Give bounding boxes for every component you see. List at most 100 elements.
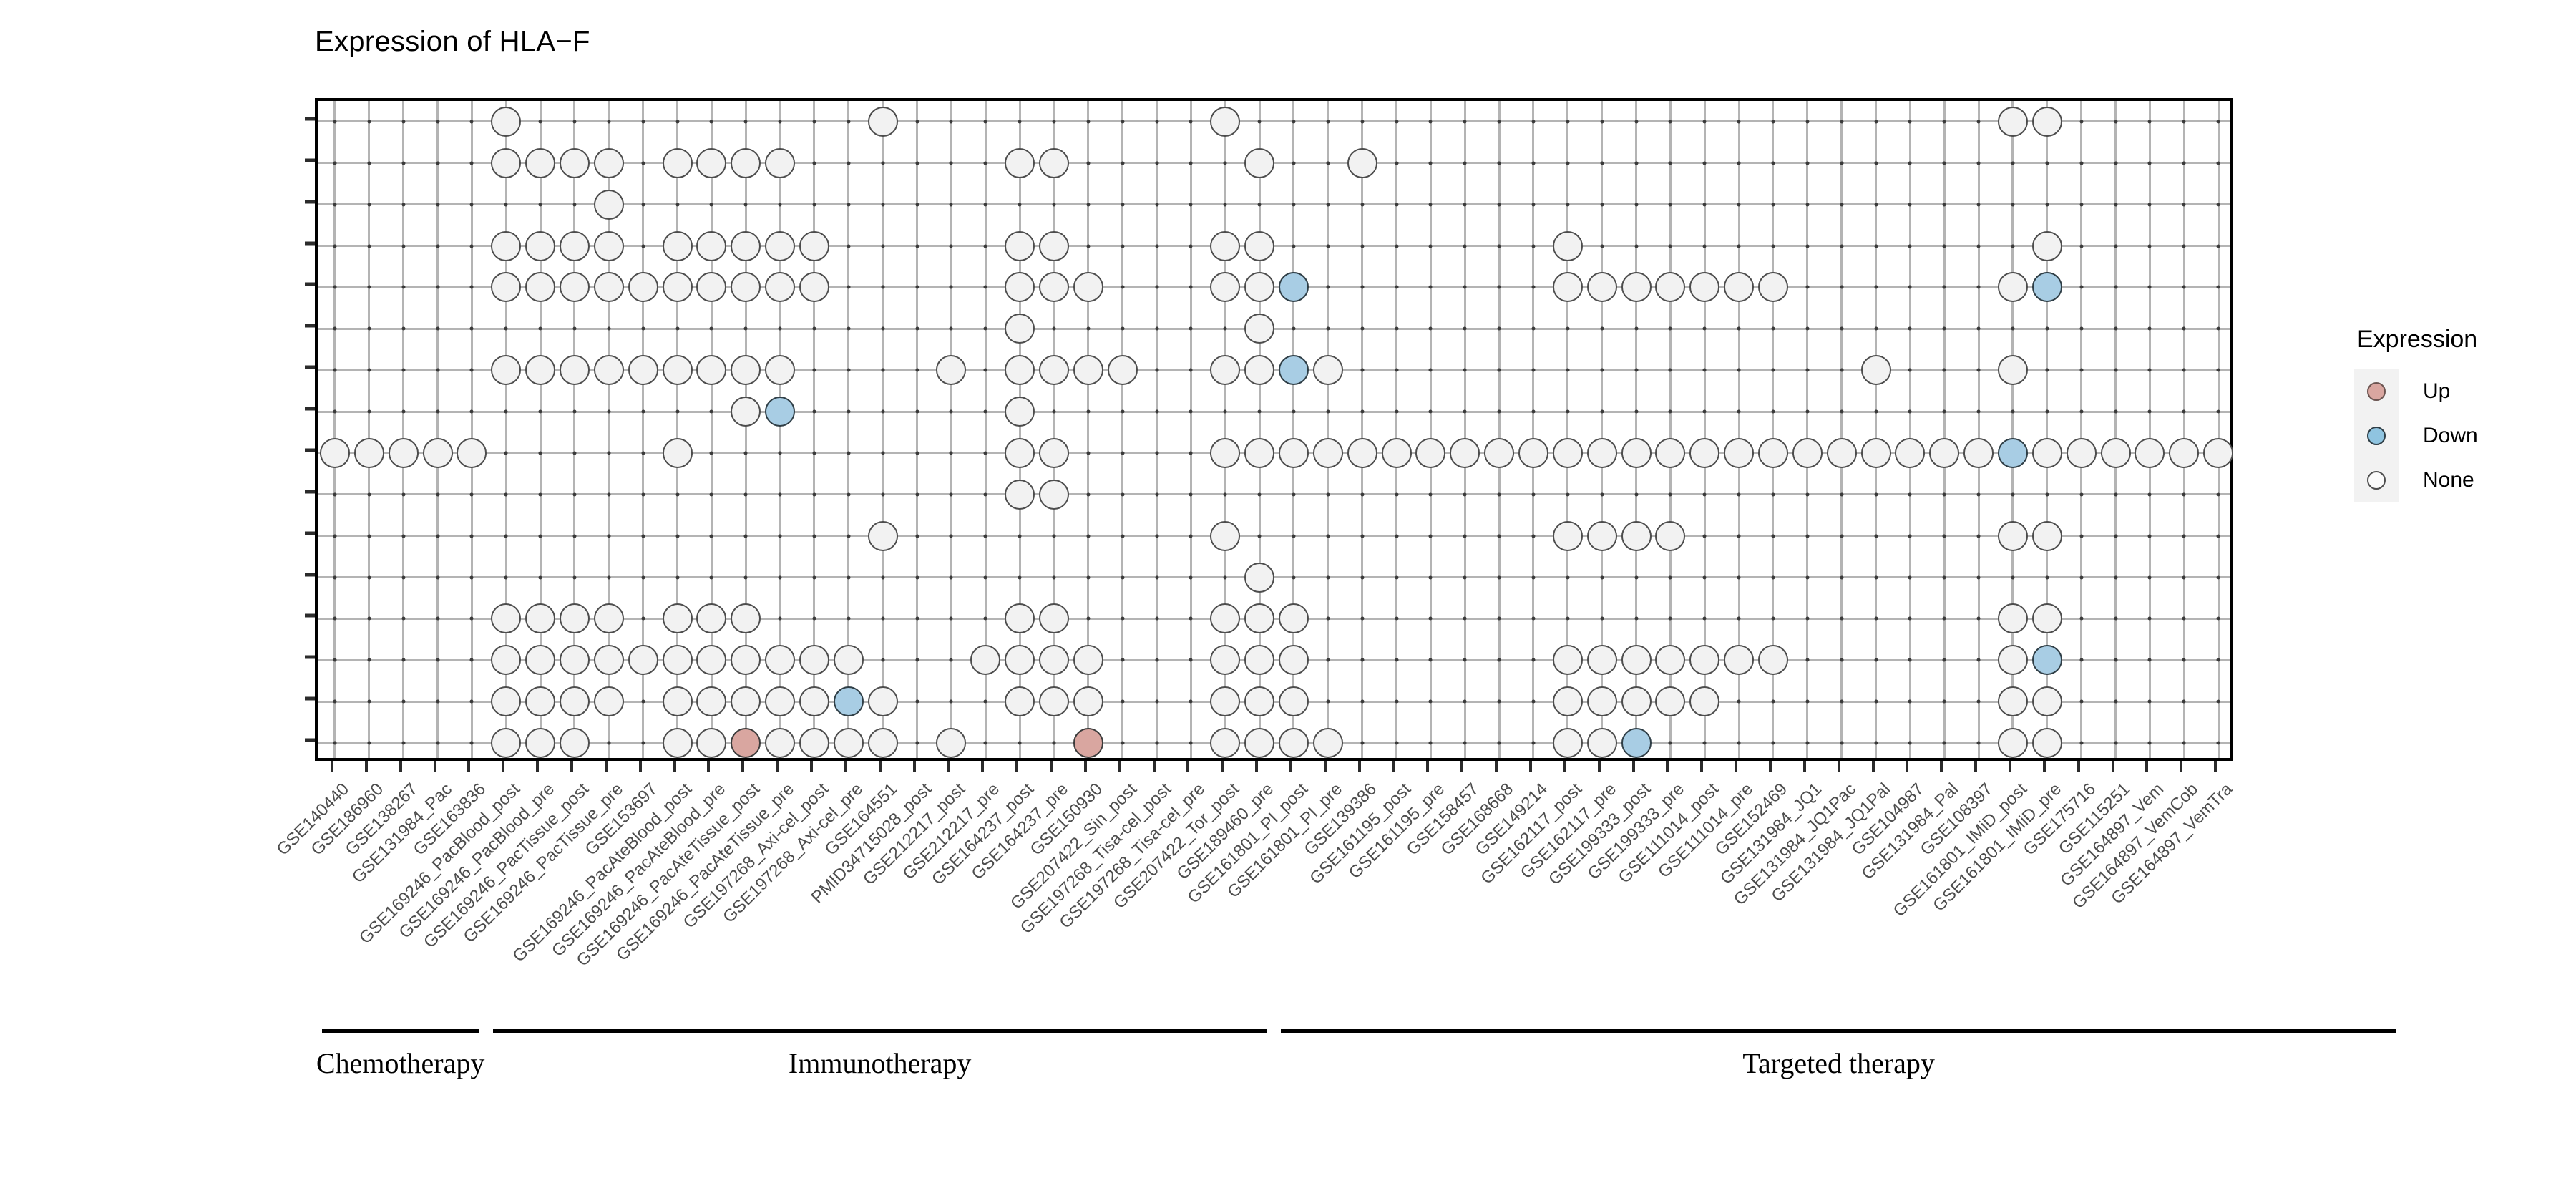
data-point-none[interactable] xyxy=(1655,272,1686,303)
data-point-none[interactable] xyxy=(525,272,556,303)
data-point-none[interactable] xyxy=(1210,728,1241,759)
data-point-none[interactable] xyxy=(1038,355,1069,386)
data-point-none[interactable] xyxy=(2100,437,2131,468)
data-point-none[interactable] xyxy=(1997,603,2028,634)
data-point-none[interactable] xyxy=(765,147,796,178)
data-point-none[interactable] xyxy=(1038,437,1069,468)
data-point-none[interactable] xyxy=(799,272,829,303)
data-point-none[interactable] xyxy=(1038,147,1069,178)
data-point-none[interactable] xyxy=(1997,686,2028,717)
data-point-none[interactable] xyxy=(1997,728,2028,759)
data-point-none[interactable] xyxy=(1210,355,1241,386)
data-point-none[interactable] xyxy=(1586,272,1617,303)
data-point-none[interactable] xyxy=(1038,272,1069,303)
data-point-none[interactable] xyxy=(1005,147,1035,178)
data-point-none[interactable] xyxy=(662,272,693,303)
data-point-none[interactable] xyxy=(2169,437,2200,468)
data-point-none[interactable] xyxy=(1518,437,1548,468)
data-point-none[interactable] xyxy=(833,728,864,759)
data-point-none[interactable] xyxy=(2031,728,2062,759)
data-point-none[interactable] xyxy=(628,272,658,303)
data-point-none[interactable] xyxy=(1244,603,1275,634)
data-point-none[interactable] xyxy=(696,728,727,759)
data-point-none[interactable] xyxy=(1552,686,1583,717)
data-point-none[interactable] xyxy=(2135,437,2165,468)
data-point-none[interactable] xyxy=(696,686,727,717)
data-point-none[interactable] xyxy=(1757,272,1788,303)
data-point-none[interactable] xyxy=(593,230,624,261)
data-point-none[interactable] xyxy=(2031,106,2062,137)
data-point-none[interactable] xyxy=(628,355,658,386)
data-point-none[interactable] xyxy=(1244,686,1275,717)
data-point-none[interactable] xyxy=(1244,147,1275,178)
data-point-none[interactable] xyxy=(696,355,727,386)
data-point-none[interactable] xyxy=(491,106,522,137)
data-point-none[interactable] xyxy=(1278,437,1309,468)
data-point-none[interactable] xyxy=(1929,437,1960,468)
data-point-none[interactable] xyxy=(491,147,522,178)
data-point-none[interactable] xyxy=(559,272,590,303)
data-point-down[interactable] xyxy=(833,686,864,717)
data-point-none[interactable] xyxy=(731,230,761,261)
data-point-none[interactable] xyxy=(731,355,761,386)
data-point-none[interactable] xyxy=(1278,645,1309,676)
data-point-none[interactable] xyxy=(1038,603,1069,634)
data-point-none[interactable] xyxy=(1005,355,1035,386)
data-point-none[interactable] xyxy=(1689,272,1720,303)
data-point-none[interactable] xyxy=(1005,272,1035,303)
data-point-none[interactable] xyxy=(1689,645,1720,676)
data-point-none[interactable] xyxy=(1210,603,1241,634)
data-point-none[interactable] xyxy=(731,272,761,303)
data-point-none[interactable] xyxy=(1655,686,1686,717)
data-point-none[interactable] xyxy=(662,728,693,759)
data-point-none[interactable] xyxy=(593,189,624,220)
data-point-none[interactable] xyxy=(1586,686,1617,717)
data-point-none[interactable] xyxy=(970,645,1001,676)
data-point-none[interactable] xyxy=(1621,520,1652,551)
data-point-none[interactable] xyxy=(1210,520,1241,551)
data-point-none[interactable] xyxy=(1450,437,1480,468)
data-point-none[interactable] xyxy=(1073,686,1103,717)
data-point-none[interactable] xyxy=(1005,437,1035,468)
data-point-none[interactable] xyxy=(1997,272,2028,303)
data-point-none[interactable] xyxy=(1552,728,1583,759)
data-point-none[interactable] xyxy=(1073,645,1103,676)
data-point-none[interactable] xyxy=(936,728,967,759)
data-point-none[interactable] xyxy=(525,728,556,759)
data-point-none[interactable] xyxy=(765,272,796,303)
data-point-none[interactable] xyxy=(1244,355,1275,386)
data-point-none[interactable] xyxy=(319,437,350,468)
data-point-none[interactable] xyxy=(1552,645,1583,676)
data-point-none[interactable] xyxy=(1244,562,1275,593)
data-point-none[interactable] xyxy=(491,230,522,261)
data-point-none[interactable] xyxy=(1244,645,1275,676)
data-point-none[interactable] xyxy=(593,272,624,303)
data-point-none[interactable] xyxy=(662,603,693,634)
data-point-none[interactable] xyxy=(353,437,384,468)
data-point-none[interactable] xyxy=(559,230,590,261)
data-point-none[interactable] xyxy=(1073,355,1103,386)
data-point-none[interactable] xyxy=(1655,437,1686,468)
data-point-none[interactable] xyxy=(1005,686,1035,717)
data-point-none[interactable] xyxy=(731,686,761,717)
data-point-none[interactable] xyxy=(799,230,829,261)
data-point-none[interactable] xyxy=(1005,230,1035,261)
data-point-none[interactable] xyxy=(491,645,522,676)
data-point-none[interactable] xyxy=(765,728,796,759)
data-point-none[interactable] xyxy=(1038,230,1069,261)
data-point-none[interactable] xyxy=(491,272,522,303)
data-point-none[interactable] xyxy=(1552,230,1583,261)
data-point-none[interactable] xyxy=(662,645,693,676)
data-point-none[interactable] xyxy=(1244,272,1275,303)
data-point-none[interactable] xyxy=(1689,686,1720,717)
data-point-none[interactable] xyxy=(765,686,796,717)
data-point-down[interactable] xyxy=(1621,728,1652,759)
data-point-none[interactable] xyxy=(1005,479,1035,510)
data-point-none[interactable] xyxy=(2031,603,2062,634)
data-point-none[interactable] xyxy=(1552,272,1583,303)
data-point-none[interactable] xyxy=(1963,437,1994,468)
data-point-none[interactable] xyxy=(1038,479,1069,510)
data-point-none[interactable] xyxy=(1860,355,1891,386)
data-point-none[interactable] xyxy=(1347,147,1377,178)
data-point-none[interactable] xyxy=(593,603,624,634)
